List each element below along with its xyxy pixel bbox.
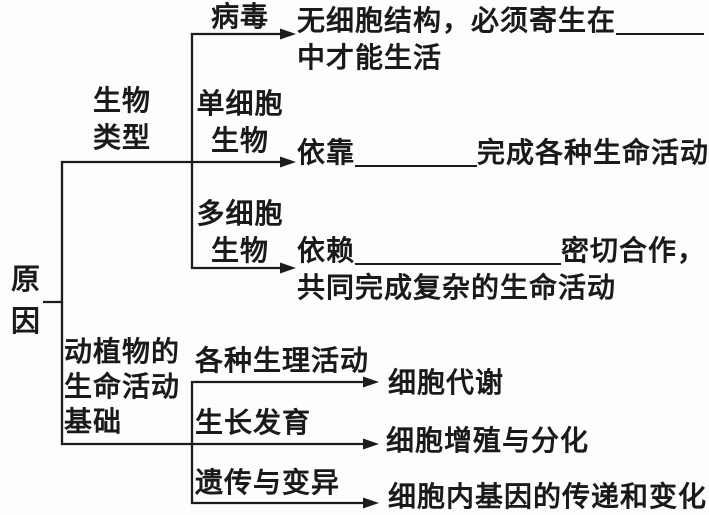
desc-multicellular-line1: 依赖 密切合作，	[297, 232, 706, 269]
basis-line1: 动植物的	[64, 335, 181, 368]
organism-type-line2: 类型	[92, 121, 151, 154]
root-label-line2: 因	[10, 304, 41, 338]
basis-line3: 基础	[64, 405, 123, 438]
desc-multicellular-line2: 共同完成复杂的生命活动	[297, 271, 617, 304]
arrowhead-icon	[363, 497, 379, 509]
node-life-activity-basis: 动植物的 生命活动 基础	[64, 334, 190, 439]
node-root-cause: 原 因	[6, 258, 46, 342]
fill-in-blank	[616, 33, 705, 35]
desc-unicellular-prefix: 依靠	[297, 136, 356, 169]
desc-virus-line2: 中才能生活	[297, 41, 443, 74]
node-unicellular-label: 单细胞 生物	[194, 85, 286, 159]
arrowhead-icon	[280, 262, 296, 274]
desc-virus: 无细胞结构，必须寄生在 中才能生活	[297, 2, 705, 76]
desc-unicellular: 依靠 完成各种生命活动	[297, 134, 709, 171]
upper-bracket-line	[190, 32, 281, 270]
arrowhead-icon	[363, 376, 379, 388]
unicellular-line2: 生物	[210, 124, 269, 157]
fill-in-blank	[355, 263, 562, 265]
main-spine-line	[60, 160, 364, 446]
node-growth-label: 生长发育	[195, 406, 312, 439]
basis-line2: 生命活动	[64, 370, 181, 403]
node-heredity-label: 遗传与变异	[195, 466, 341, 499]
node-organism-type: 生物 类型	[88, 82, 156, 156]
desc-multicellular-suffix: 密切合作，	[561, 234, 707, 267]
fill-in-blank	[355, 165, 478, 167]
node-cell-metabolism: 细胞代谢	[388, 366, 505, 399]
arrowhead-icon	[280, 28, 296, 40]
unicellular-line1: 单细胞	[196, 87, 284, 120]
desc-virus-line1: 无细胞结构，必须寄生在	[297, 2, 705, 39]
lower-bracket-line	[190, 380, 364, 505]
desc-multicellular: 依赖 密切合作， 共同完成复杂的生命活动	[297, 232, 706, 306]
organism-type-line1: 生物	[92, 84, 151, 117]
arrowhead-icon	[280, 156, 296, 168]
node-physiology-label: 各种生理活动	[195, 344, 370, 377]
node-cell-proliferation: 细胞增殖与分化	[386, 424, 590, 457]
desc-virus-line1-text: 无细胞结构，必须寄生在	[297, 4, 617, 37]
desc-multicellular-prefix: 依赖	[297, 234, 356, 267]
root-label-line1: 原	[10, 262, 41, 296]
multicellular-line2: 生物	[210, 234, 269, 267]
desc-unicellular-line: 依靠 完成各种生命活动	[297, 134, 709, 171]
node-multicellular-label: 多细胞 生物	[194, 195, 286, 269]
arrowhead-icon	[363, 438, 379, 450]
node-gene-transmission: 细胞内基因的传递和变化	[388, 480, 708, 513]
node-virus-label: 病毒	[211, 0, 270, 33]
desc-unicellular-suffix: 完成各种生命活动	[477, 136, 709, 169]
multicellular-line1: 多细胞	[196, 197, 284, 230]
